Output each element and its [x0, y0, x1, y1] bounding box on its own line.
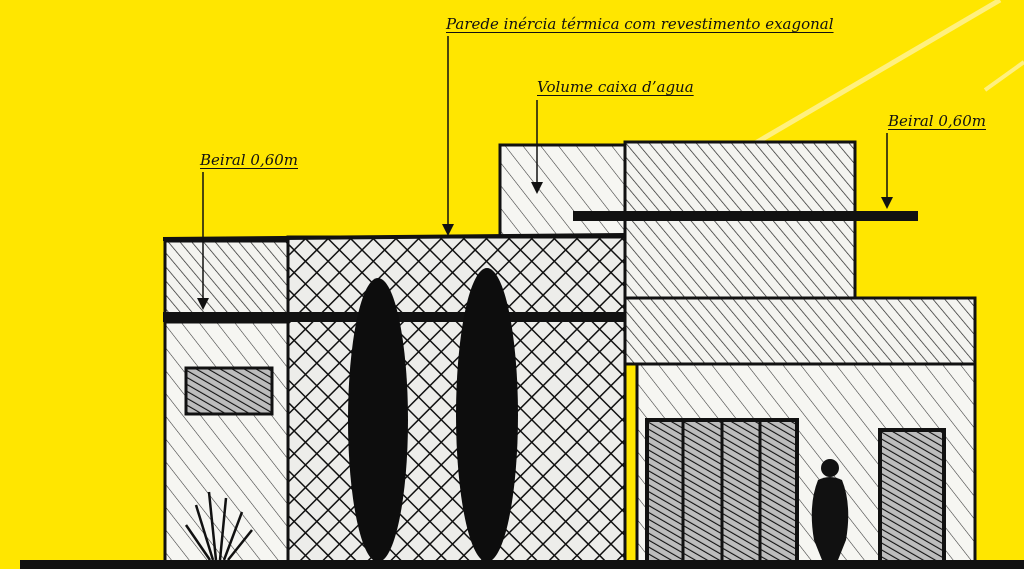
background-streak	[983, 60, 1024, 92]
left-upper-block	[163, 239, 290, 316]
cypress-tree	[456, 268, 518, 562]
left-lower-block	[163, 320, 290, 564]
right-eave-annotation: Beiral 0,60m	[888, 112, 986, 130]
ground-line	[20, 560, 1024, 569]
human-figure	[811, 459, 849, 560]
water-tank-volume	[498, 143, 627, 239]
wall-annotation: Parede inércia térmica com revestimento …	[446, 15, 834, 33]
agave-plant	[184, 491, 253, 561]
left-window	[184, 366, 274, 416]
background-streak	[733, 0, 1002, 158]
leader-arrows	[197, 36, 893, 310]
water-tank-annotation: Volume caixa d’agua	[537, 78, 694, 96]
roof-top-line	[162, 233, 626, 241]
right-lower-block	[623, 296, 977, 366]
right-eave-slab	[573, 211, 918, 221]
entry-door	[878, 428, 946, 564]
left-eave-annotation: Beiral 0,60m	[200, 151, 298, 169]
cypress-tree	[348, 278, 408, 562]
